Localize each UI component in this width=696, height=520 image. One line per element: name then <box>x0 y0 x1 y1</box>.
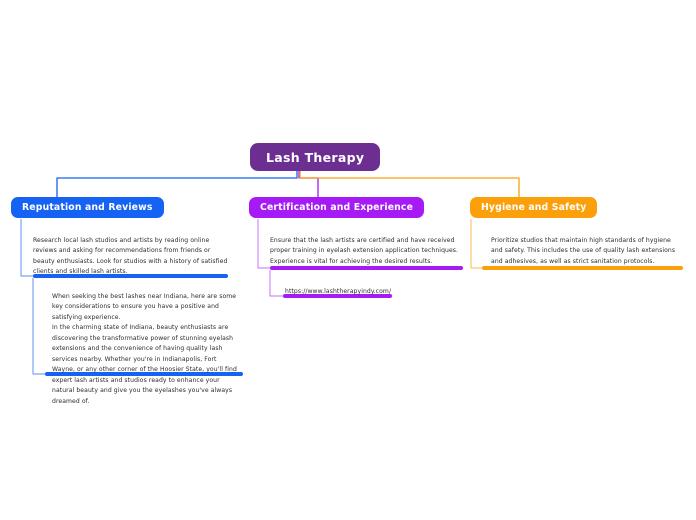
underline-bar-hygiene-body <box>482 266 683 270</box>
branch-node-label: Reputation and Reviews <box>22 202 153 213</box>
paragraph-detail: In the charming state of Indiana, beauty… <box>52 324 237 405</box>
paragraph: Research local lash studios and artists … <box>33 237 228 276</box>
branch-node-certification-and-experience[interactable]: Certification and Experience <box>249 197 425 218</box>
text-block-reputation-body: Research local lash studios and artists … <box>33 236 233 278</box>
text-block-hygiene-body: Prioritize studios that maintain high st… <box>491 236 681 267</box>
underline-bar-reputation-subbody <box>45 372 243 376</box>
paragraph: Ensure that the lash artists are certifi… <box>270 237 459 265</box>
link-label: https://www.lashtherapyindy.com/ <box>285 288 392 295</box>
paragraph: Prioritize studios that maintain high st… <box>491 237 676 265</box>
root-node-lash-therapy[interactable]: Lash Therapy <box>250 143 381 171</box>
underline-bar-certification-body <box>270 266 463 270</box>
underline-bar-certification-link <box>283 294 392 298</box>
branch-node-label: Certification and Experience <box>260 202 414 213</box>
branch-node-hygiene-and-safety[interactable]: Hygiene and Safety <box>470 197 598 218</box>
link-lashtherapyindy[interactable]: https://www.lashtherapyindy.com/ <box>285 287 445 297</box>
text-block-certification-body: Ensure that the lash artists are certifi… <box>270 236 462 267</box>
branch-node-reputation-and-reviews[interactable]: Reputation and Reviews <box>11 197 164 218</box>
underline-bar-reputation-body <box>33 274 228 278</box>
paragraph-intro: When seeking the best lashes near Indian… <box>52 293 237 321</box>
text-block-reputation-subbody: When seeking the best lashes near Indian… <box>52 292 240 407</box>
root-node-label: Lash Therapy <box>266 149 365 165</box>
branch-node-label: Hygiene and Safety <box>481 202 587 213</box>
